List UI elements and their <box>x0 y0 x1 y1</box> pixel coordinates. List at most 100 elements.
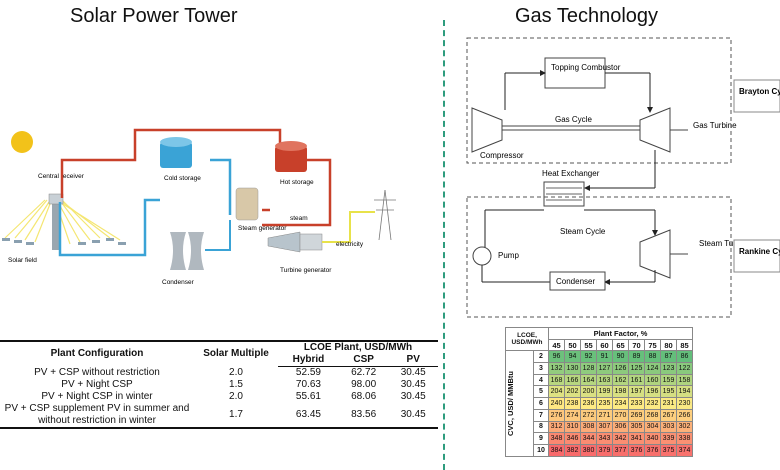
solar-field-label: Solar field <box>8 257 37 264</box>
power-pylon-icon <box>374 189 396 241</box>
rankine-cycle-box <box>733 239 780 273</box>
heat-cell: 380 <box>580 443 597 457</box>
cell-csp: 68.06 <box>351 391 377 402</box>
heat-cell: 377 <box>612 443 629 457</box>
left-title: Solar Power Tower <box>70 5 238 27</box>
plant-factor-label: Plant Factor, % <box>548 327 693 340</box>
steam-turbine-icon <box>639 229 671 279</box>
electricity-label: electricity <box>336 241 364 248</box>
heat-cell: 168 <box>548 373 565 387</box>
heat-cell: 341 <box>628 432 645 445</box>
table-row: PV + CSP supplement PV in summer and wit… <box>0 403 438 429</box>
cell-multiple: 2.0 <box>229 366 243 378</box>
heat-cell: 238 <box>564 397 581 410</box>
brayton-cycle-box <box>733 79 780 113</box>
cell-pv: 30.45 <box>400 367 426 378</box>
right-title: Gas Technology <box>515 5 659 27</box>
rankine-box <box>466 196 732 318</box>
heat-cell: 376 <box>644 443 661 457</box>
section-divider <box>443 20 445 470</box>
cell-config: PV + Night CSP <box>61 379 133 390</box>
topping-combustor-box <box>544 57 606 89</box>
cell-config: PV + CSP without restriction <box>34 366 160 378</box>
cell-csp: 83.56 <box>338 403 389 429</box>
heat-cell: 240 <box>548 397 565 410</box>
heat-cell: 122 <box>676 362 693 375</box>
table-row: PV + CSP without restriction 2.0 52.59 6… <box>0 367 438 380</box>
plant-factor-header: 80 <box>660 338 677 352</box>
gas-price-cell: 4 <box>533 373 549 387</box>
heat-cell: 342 <box>612 432 629 445</box>
heat-cell: 92 <box>580 350 597 364</box>
cell-multiple: 1.5 <box>229 379 243 390</box>
gas-price-cell: 5 <box>533 385 549 399</box>
heat-cell: 306 <box>612 420 629 434</box>
cell-multiple: 2.0 <box>229 391 243 402</box>
compressor-icon <box>471 107 503 153</box>
sun-icon <box>11 131 33 153</box>
heat-cell: 123 <box>660 362 677 375</box>
heat-cell: 198 <box>612 385 629 399</box>
heat-cell: 312 <box>548 420 565 434</box>
cold-pipe <box>58 198 160 257</box>
table-row: PV + Night CSP 1.5 70.63 98.00 30.45 <box>0 379 438 391</box>
heat-cell: 374 <box>676 443 693 457</box>
heat-cell: 127 <box>596 362 613 375</box>
heat-cell: 204 <box>548 385 565 399</box>
col-csp: CSP <box>338 354 389 367</box>
cell-csp: 62.72 <box>351 367 377 378</box>
heat-cell: 195 <box>660 385 677 399</box>
cell-multiple: 1.7 <box>194 403 278 429</box>
cell-config: PV + CSP supplement PV in summer and wit… <box>0 403 194 429</box>
cell-csp: 98.00 <box>351 379 377 390</box>
steam-label: steam <box>290 215 308 222</box>
heliostat-field <box>2 238 126 245</box>
heat-cell: 270 <box>612 408 629 422</box>
heat-cell: 348 <box>548 432 565 445</box>
heat-cell: 96 <box>548 350 565 364</box>
plant-factor-header: 60 <box>596 338 613 352</box>
heat-cell: 272 <box>580 408 597 422</box>
cold-storage-tank <box>160 142 192 168</box>
heat-cell: 194 <box>676 385 693 399</box>
heat-cell: 382 <box>564 443 581 457</box>
heat-cell: 302 <box>676 420 693 434</box>
heat-cell: 375 <box>660 443 677 457</box>
heat-cell: 304 <box>644 420 661 434</box>
heat-cell: 202 <box>564 385 581 399</box>
heat-cell: 276 <box>548 408 565 422</box>
cell-hybrid: 63.45 <box>278 403 339 429</box>
gas-diagram: Topping Combustor Compressor Gas Cycle G… <box>466 37 780 318</box>
cell-config: PV + Night CSP in winter <box>41 391 153 402</box>
col-hybrid: Hybrid <box>278 354 339 367</box>
sunlight-rays <box>4 199 121 245</box>
hot-storage-tank <box>275 146 307 172</box>
heat-cell: 130 <box>564 362 581 375</box>
col-pv: PV <box>388 354 438 367</box>
gas-price-cell: 2 <box>533 350 549 364</box>
heat-cell: 161 <box>628 373 645 387</box>
heat-cell: 340 <box>644 432 661 445</box>
gas-price-cell: 10 <box>533 443 549 457</box>
heat-cell: 166 <box>564 373 581 387</box>
heat-corner-label: LCOE, USD/MWh <box>505 326 549 352</box>
pump-icon <box>472 246 492 266</box>
plant-factor-header: 55 <box>580 338 597 352</box>
pump-label: Pump <box>498 251 519 260</box>
rankine-cycle-label: Rankine Cycle <box>739 247 780 256</box>
heat-cell: 87 <box>660 350 677 364</box>
heat-cell: 230 <box>676 397 693 410</box>
turbine-generator-label: Turbine generator <box>280 267 332 274</box>
gas-price-cell: 3 <box>533 362 549 375</box>
heat-cell: 231 <box>660 397 677 410</box>
heat-cell: 274 <box>564 408 581 422</box>
heat-cell: 346 <box>564 432 581 445</box>
lcoe-table: Plant Configuration Solar Multiple LCOE … <box>0 340 438 429</box>
